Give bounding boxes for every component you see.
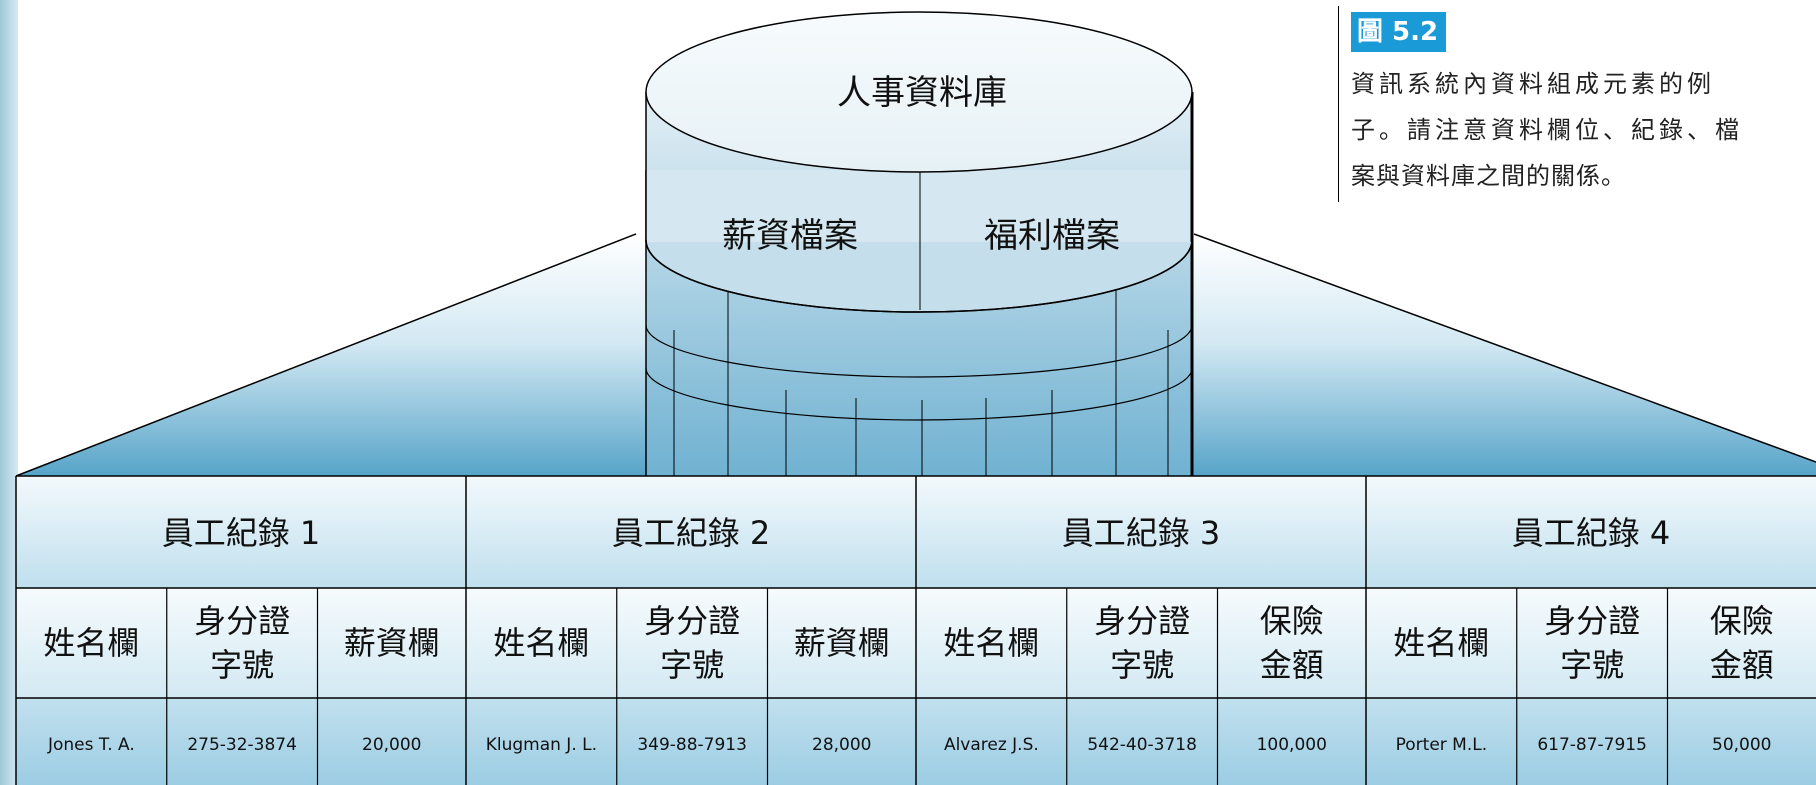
field-value: 50,000: [1712, 735, 1771, 755]
field-label: 薪資欄: [794, 624, 890, 662]
caption-line-1: 資訊系統內資料組成元素的例: [1351, 70, 1715, 98]
field-label: 姓名欄: [43, 624, 139, 662]
fan-left-edge: [15, 233, 637, 477]
field-label-line: 保險: [1710, 602, 1774, 640]
field-value: 100,000: [1257, 735, 1327, 755]
field-value: 28,000: [812, 735, 871, 755]
field-label-line: 金額: [1710, 646, 1774, 684]
field-label-line: 身分證: [644, 602, 740, 640]
field-value: 617-87-7915: [1537, 735, 1647, 755]
figure-caption: 圖 5.2 資訊系統內資料組成元素的例 子。請注意資料欄位、紀錄、檔 案與資料庫…: [1338, 6, 1816, 202]
field-label: 薪資欄: [344, 624, 440, 662]
benefits-file-label: 福利檔案: [984, 216, 1120, 256]
caption-line-2: 子。請注意資料欄位、紀錄、檔: [1351, 116, 1743, 144]
field-label-line: 身分證: [1094, 602, 1190, 640]
field-value: 542-40-3718: [1087, 735, 1197, 755]
field-label: 姓名欄: [943, 624, 1039, 662]
field-value: Jones T. A.: [47, 735, 135, 755]
field-label: 姓名欄: [493, 624, 589, 662]
field-value: Alvarez J.S.: [944, 735, 1039, 755]
left-edge-backdrop: [0, 0, 18, 785]
fan-right-edge: [1193, 233, 1816, 463]
field-value: 20,000: [362, 735, 421, 755]
record-title: 員工紀錄 4: [1512, 514, 1671, 552]
field-label-line: 身分證: [194, 602, 290, 640]
field-label-line: 金額: [1260, 646, 1324, 684]
field-value: Porter M.L.: [1396, 735, 1488, 755]
field-label-line: 身分證: [1544, 602, 1640, 640]
database-title: 人事資料庫: [837, 73, 1007, 113]
record-title: 員工紀錄 1: [162, 514, 321, 552]
field-label-line: 字號: [210, 646, 274, 684]
field-label-line: 字號: [660, 646, 724, 684]
field-value: 275-32-3874: [187, 735, 297, 755]
field-value: Klugman J. L.: [486, 735, 597, 755]
record-title: 員工紀錄 3: [1062, 514, 1221, 552]
field-value: 349-88-7913: [637, 735, 747, 755]
field-label-line: 保險: [1260, 602, 1324, 640]
field-label-line: 字號: [1560, 646, 1624, 684]
field-label-line: 字號: [1110, 646, 1174, 684]
database-cylinder: [645, 11, 1194, 480]
field-label: 姓名欄: [1393, 624, 1489, 662]
figure-number-badge: 圖 5.2: [1351, 12, 1447, 52]
record-title: 員工紀錄 2: [612, 514, 771, 552]
caption-line-3: 案與資料庫之間的關係。: [1351, 162, 1626, 190]
payroll-file-label: 薪資檔案: [722, 216, 858, 256]
